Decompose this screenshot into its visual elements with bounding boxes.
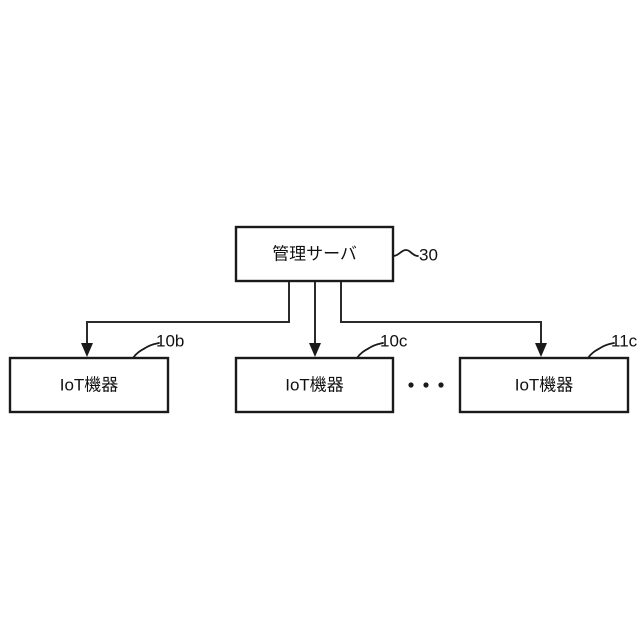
arrowhead-device-1 xyxy=(81,343,93,357)
leader-squiggle-10c xyxy=(356,342,384,359)
reference-callout-10b: 10b xyxy=(132,331,184,359)
iot-device-node-2[interactable]: IoT機器 xyxy=(234,356,395,414)
reference-callout-10c: 10c xyxy=(356,331,408,359)
iot-device-label-2: IoT機器 xyxy=(285,375,344,394)
ellipsis-dot-3 xyxy=(438,382,444,388)
reference-numeral-30: 30 xyxy=(419,245,438,264)
reference-callout-30: 30 xyxy=(392,245,438,264)
ellipsis-dot-2 xyxy=(423,382,429,388)
ellipsis-dot-1 xyxy=(408,382,414,388)
iot-device-label-1: IoT機器 xyxy=(60,375,119,394)
iot-device-box-2[interactable] xyxy=(234,356,395,414)
iot-device-box-3[interactable] xyxy=(458,356,630,414)
reference-numeral-11c: 11c xyxy=(611,331,638,350)
iot-device-node-1[interactable]: IoT機器 xyxy=(8,356,170,414)
reference-callout-11c: 11c xyxy=(587,331,638,359)
leader-squiggle-11c xyxy=(587,342,615,359)
reference-numeral-10b: 10b xyxy=(156,331,184,350)
leader-squiggle-10b xyxy=(132,342,160,359)
reference-numeral-10c: 10c xyxy=(380,331,408,350)
management-server-box[interactable] xyxy=(234,225,395,283)
iot-device-label-3: IoT機器 xyxy=(515,375,574,394)
leader-squiggle-30 xyxy=(392,249,419,257)
connector-server-to-device-1 xyxy=(86,281,290,348)
ellipsis-indicator xyxy=(408,382,444,388)
arrowhead-device-3 xyxy=(535,343,547,357)
management-server-node[interactable]: 管理サーバ xyxy=(234,225,395,283)
management-server-label: 管理サーバ xyxy=(272,244,357,263)
connector-group xyxy=(81,281,547,357)
connector-server-to-device-3 xyxy=(340,281,542,348)
iot-device-box-1[interactable] xyxy=(8,356,170,414)
arrowhead-device-2 xyxy=(309,343,321,357)
iot-device-node-3[interactable]: IoT機器 xyxy=(458,356,630,414)
